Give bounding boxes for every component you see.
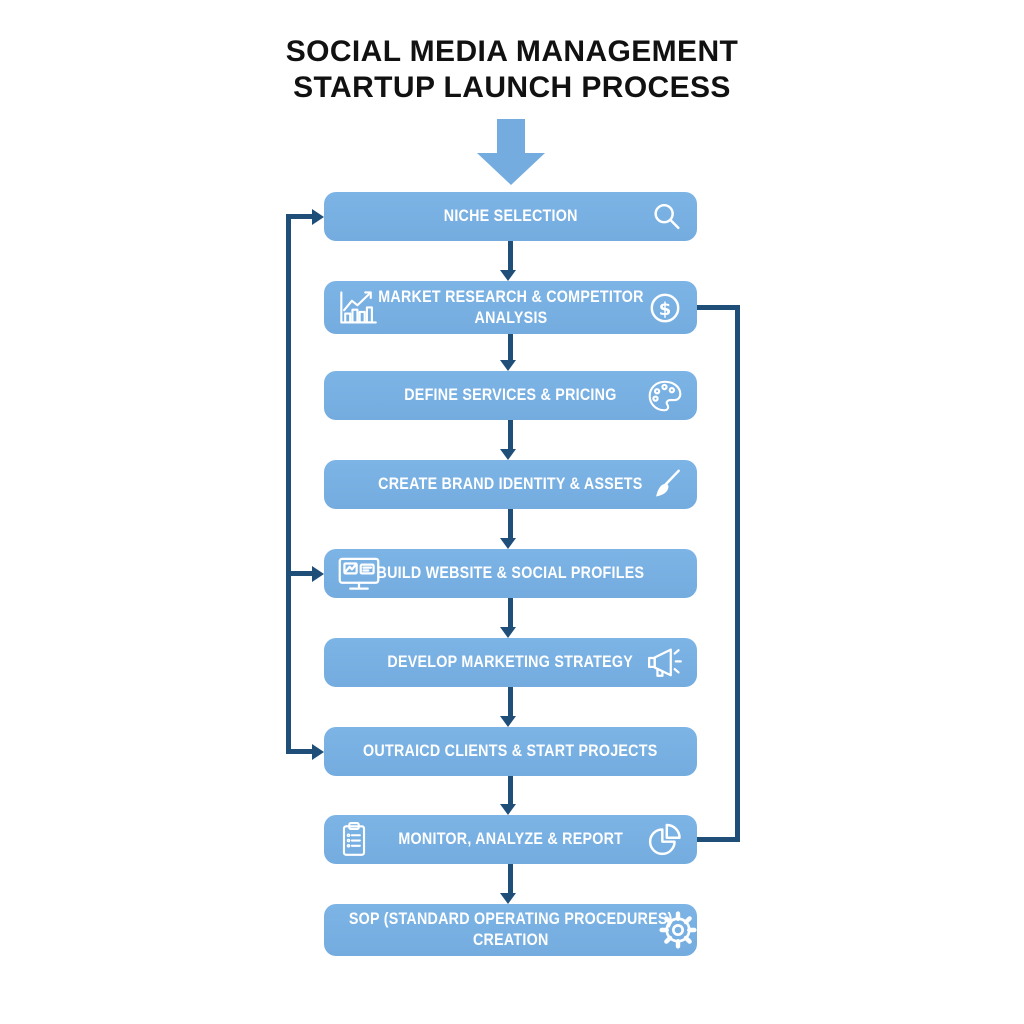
step-4-box: CREATE BRAND IDENTITY & ASSETS [324,460,697,509]
feedback-branch-right-top [695,305,740,310]
intro-big-arrow-icon [477,153,545,185]
step-1-label: NICHE SELECTION [444,206,578,227]
flow-arrow-5-shaft [508,597,513,628]
flow-arrow-8-head-icon [500,893,516,904]
feedback-branch-left-1 [286,214,313,219]
flow-arrow-4-head-icon [500,538,516,549]
flow-arrow-7-head-icon [500,804,516,815]
monitor-icon [335,553,383,595]
flow-arrow-1-shaft [508,240,513,271]
pie-chart-icon [644,820,684,860]
step-label-line: CREATION [472,930,549,949]
step-5-box: BUILD WEBSITE & SOCIAL PROFILES [324,549,697,598]
flow-arrow-6-shaft [508,686,513,717]
step-label-line: MONITOR, ANALYZE & REPORT [398,829,623,849]
step-4-label: CREATE BRAND IDENTITY & ASSETS [378,474,642,495]
feedback-branch-left-3 [286,749,313,754]
step-7-box: OUTRAICD CLIENTS & START PROJECTS [324,727,697,776]
step-label-line: ANALYSIS [474,307,547,327]
step-label-line: SOP (STANDARD OPERATING PROCEDURES) [348,909,673,929]
step-label-line: CREATE BRAND IDENTITY & ASSETS [378,474,643,494]
gear-icon [656,908,700,952]
flow-arrow-5-head-icon [500,627,516,638]
flow-arrow-2-shaft [508,333,513,361]
bar-chart-icon [335,288,381,328]
feedback-branch-right-bottom [695,837,740,842]
step-label-line: DEFINE SERVICES & PRICING [404,385,617,405]
step-3-label: DEFINE SERVICES & PRICING [404,385,616,406]
clipboard-icon [335,819,373,861]
flow-arrow-3-head-icon [500,449,516,460]
magnifier-icon [650,200,684,234]
svg-text:$: $ [659,298,671,319]
step-label-line: OUTRAICD CLIENTS & START PROJECTS [363,741,658,761]
intro-big-arrow-shaft [497,119,525,154]
page-title-line1: SOCIAL MEDIA MANAGEMENT [285,35,739,68]
step-label-line: DEVELOP MARKETING STRATEGY [387,652,634,672]
flow-arrow-2-head-icon [500,360,516,371]
step-8-label: MONITOR, ANALYZE & REPORT [398,829,623,850]
flow-arrow-3-shaft [508,419,513,450]
step-6-label: DEVELOP MARKETING STRATEGY [388,652,634,673]
feedback-arrow-left-3-icon [312,743,324,760]
step-1-box: NICHE SELECTION [324,192,697,241]
dollar-circle-icon: $ [646,289,684,327]
feedback-arrow-left-2-icon [312,565,324,582]
step-3-box: DEFINE SERVICES & PRICING [324,371,697,420]
flow-arrow-4-shaft [508,508,513,539]
paintbrush-icon [646,466,684,504]
step-label-line: BUILD WEBSITE & SOCIAL PROFILES [376,563,645,583]
step-8-box: MONITOR, ANALYZE & REPORT [324,815,697,864]
megaphone-icon [642,643,684,683]
step-7-label: OUTRAICD CLIENTS & START PROJECTS [363,741,657,762]
step-label-line: MARKET RESEARCH & COMPETITOR [377,286,644,306]
feedback-line-left [286,214,291,754]
step-6-box: DEVELOP MARKETING STRATEGY [324,638,697,687]
feedback-line-right [735,305,740,842]
palette-icon [646,377,684,415]
flow-arrow-7-shaft [508,775,513,805]
page-title: SOCIAL MEDIA MANAGEMENT STARTUP LAUNCH P… [0,34,1024,106]
page-title-line2: STARTUP LAUNCH PROCESS [293,71,731,104]
feedback-branch-left-2 [286,571,313,576]
step-5-label: BUILD WEBSITE & SOCIAL PROFILES [377,563,645,584]
step-9-box: SOP (STANDARD OPERATING PROCEDURES)CREAT… [324,904,697,956]
step-label-line: NICHE SELECTION [443,206,578,226]
step-9-label: SOP (STANDARD OPERATING PROCEDURES)CREAT… [349,909,673,950]
flow-arrow-8-shaft [508,863,513,894]
feedback-arrow-left-1-icon [312,208,324,225]
flow-arrow-6-head-icon [500,716,516,727]
flow-arrow-1-head-icon [500,270,516,281]
